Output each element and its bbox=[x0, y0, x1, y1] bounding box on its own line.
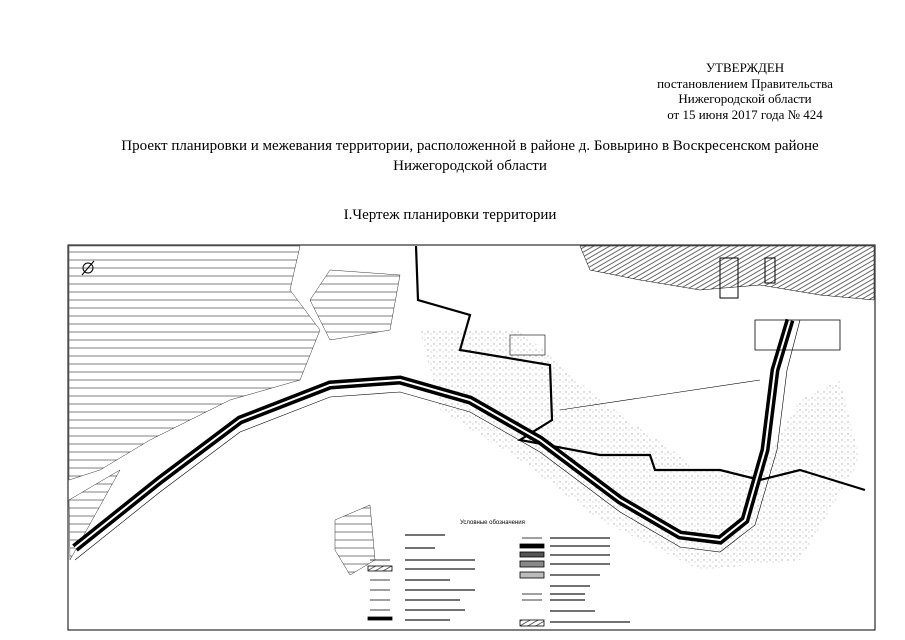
section-title: I.Чертеж планировки территории bbox=[343, 207, 557, 223]
legend-title: Условные обозначения bbox=[460, 520, 525, 526]
boundary-line bbox=[414, 245, 866, 492]
road-edge bbox=[74, 319, 801, 561]
structure bbox=[509, 334, 546, 356]
approval-line: постановлением Правительства bbox=[657, 75, 833, 91]
road-axis bbox=[74, 319, 791, 549]
approval-line: Нижегородской области bbox=[678, 91, 812, 106]
approval-block: УТВЕРЖДЕН постановлением Правительства Н… bbox=[600, 60, 890, 122]
water-area bbox=[579, 245, 875, 301]
legend bbox=[367, 537, 545, 627]
north-symbol bbox=[82, 262, 94, 274]
title-line: Проект планировки и межевания территории… bbox=[121, 138, 819, 154]
hatched-zone bbox=[334, 504, 376, 576]
hatched-zone bbox=[309, 269, 401, 341]
approval-line: от 15 июня 2017 года № 424 bbox=[667, 106, 823, 122]
document-title: Проект планировки и межевания территории… bbox=[40, 136, 900, 176]
legend-text-lines bbox=[405, 534, 630, 623]
hatched-zone bbox=[68, 245, 321, 481]
structure bbox=[719, 257, 739, 299]
structure bbox=[764, 257, 776, 284]
road-line bbox=[559, 379, 761, 411]
approval-heading: УТВЕРЖДЕН bbox=[705, 60, 785, 75]
structure bbox=[754, 319, 841, 351]
title-line: Нижегородской области bbox=[393, 158, 547, 174]
north-symbol-line bbox=[81, 260, 95, 276]
